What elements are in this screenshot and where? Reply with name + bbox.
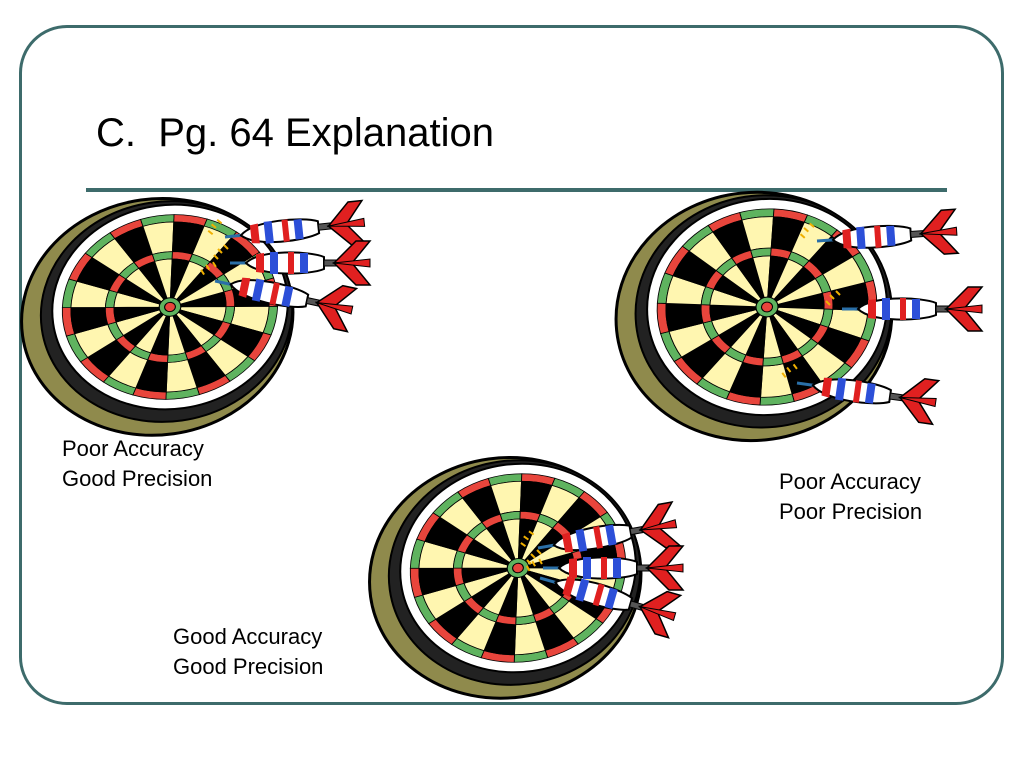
dart-icon xyxy=(207,199,369,247)
dart-icon xyxy=(799,208,960,255)
caption-accuracy: Poor Accuracy xyxy=(62,436,204,461)
caption-good-accuracy-good-precision: Good Accuracy Good Precision xyxy=(173,622,323,682)
dart-icon xyxy=(213,240,372,286)
caption-poor-accuracy-good-precision: Poor Accuracy Good Precision xyxy=(62,434,212,494)
dartboard-icon xyxy=(368,456,685,700)
dartboard-icon xyxy=(614,190,984,443)
caption-accuracy: Poor Accuracy xyxy=(779,469,921,494)
dart-icon xyxy=(525,558,683,639)
title-divider xyxy=(86,188,947,192)
caption-precision: Good Precision xyxy=(173,654,324,679)
caption-poor-accuracy-poor-precision: Poor Accuracy Poor Precision xyxy=(779,467,922,527)
dart-icon xyxy=(520,501,682,553)
dart-icon xyxy=(200,261,359,333)
dart-icon xyxy=(526,545,685,591)
caption-accuracy: Good Accuracy xyxy=(173,624,323,649)
dart-icon xyxy=(825,286,984,332)
caption-precision: Good Precision xyxy=(62,466,213,491)
slide-frame xyxy=(19,25,1004,705)
slide-title: C. Pg. 64 Explanation xyxy=(96,111,495,155)
dart-icon xyxy=(781,363,941,426)
dartboard-icon xyxy=(20,196,372,437)
caption-precision: Poor Precision xyxy=(779,499,923,524)
